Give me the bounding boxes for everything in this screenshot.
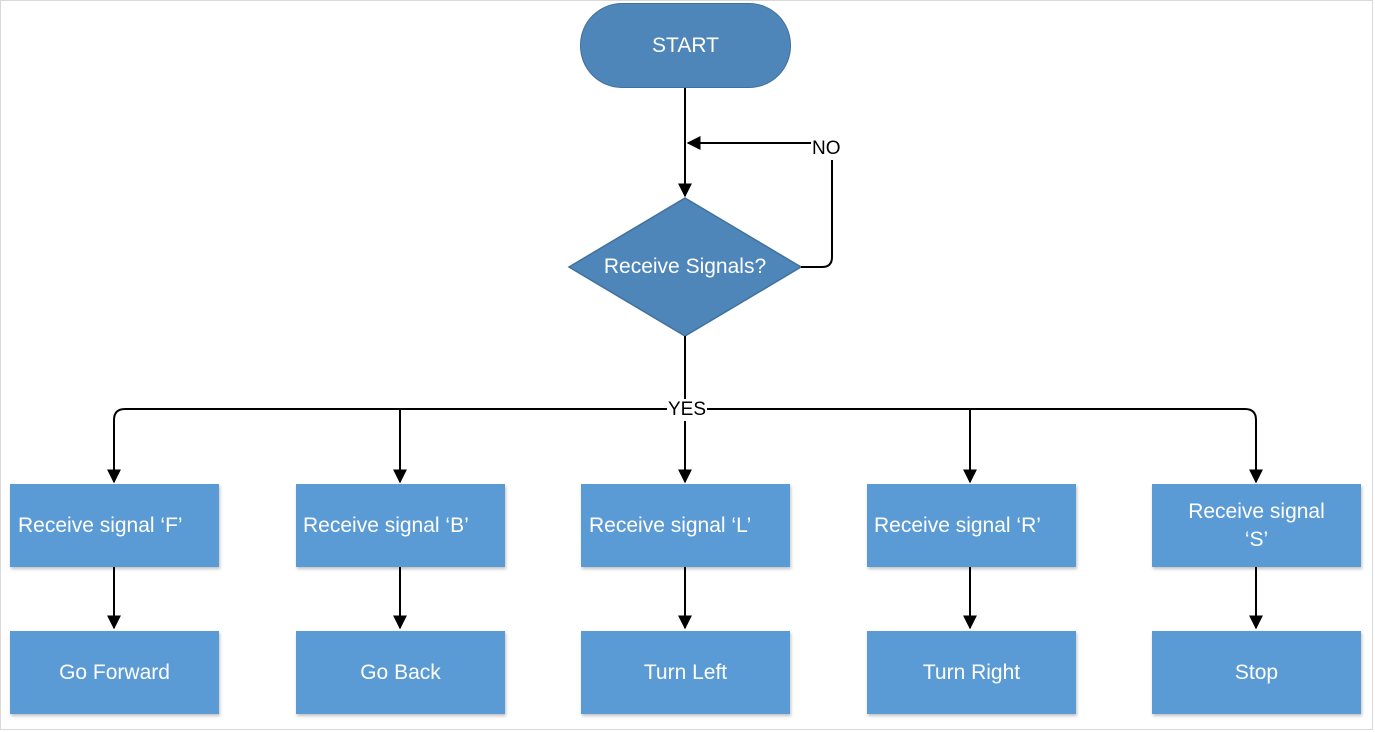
signal-box-b: Receive signal ‘B’ [296,484,505,567]
signal-label-b: Receive signal ‘B’ [303,513,469,537]
signal-box-r: Receive signal ‘R’ [867,484,1076,567]
signal-label-r: Receive signal ‘R’ [874,513,1041,537]
signal-label-f: Receive signal ‘F’ [18,513,183,537]
start-node: START [580,3,791,88]
action-label-right: Turn Right [922,660,1021,684]
action-box-stop: Stop [1152,631,1361,714]
no-loop-line [686,136,833,268]
signal-box-l: Receive signal ‘L’ [581,484,790,567]
signal-box-f: Receive signal ‘F’ [10,484,219,567]
action-box-forward: Go Forward [10,631,219,714]
no-label: NO [811,138,842,160]
action-label-left: Turn Left [643,660,728,684]
action-label-forward: Go Forward [59,660,170,684]
action-box-right: Turn Right [867,631,1076,714]
action-label-stop: Stop [1234,660,1279,684]
action-box-back: Go Back [296,631,505,714]
signal-box-s: Receive signal ‘S’ [1152,484,1361,567]
start-label: START [652,33,719,57]
signal-label-s: Receive signal ‘S’ [1188,499,1325,551]
signal-label-l: Receive signal ‘L’ [589,513,752,537]
decision-text: Receive Signals? [603,255,767,278]
decision-label: Receive Signals? [585,250,785,284]
action-box-left: Turn Left [581,631,790,714]
yes-label: YES [667,399,708,421]
action-label-back: Go Back [360,660,441,684]
